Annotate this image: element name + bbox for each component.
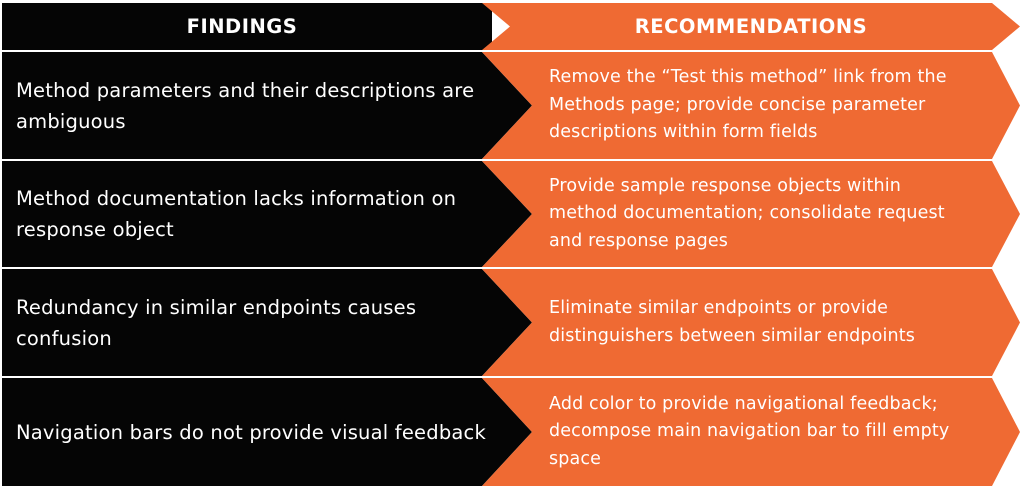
findings-header: FINDINGS <box>186 15 298 38</box>
recommendations-header: RECOMMENDATIONS <box>634 15 868 38</box>
finding-text: Method documentation lacks information o… <box>16 187 457 241</box>
finding-text: Method parameters and their descriptions… <box>16 78 475 133</box>
row-shapes <box>2 269 1020 376</box>
header-recommendations-arrow <box>482 3 1020 50</box>
row-shapes <box>2 378 1020 486</box>
finding-chevron <box>2 161 532 267</box>
row-shapes <box>2 52 1020 159</box>
recommendation-arrow <box>482 161 1020 267</box>
table-row: Navigation bars do not provide visual fe… <box>2 378 1020 486</box>
finding-chevron <box>2 52 532 159</box>
recommendation-text: Remove the “Test this method” link from … <box>549 67 947 143</box>
recommendation-text: Provide sample response objects within m… <box>549 175 945 251</box>
finding-chevron <box>2 378 532 486</box>
table-row: Method documentation lacks information o… <box>2 161 1020 267</box>
recommendation-arrow <box>482 52 1020 159</box>
recommendation-arrow <box>482 378 1020 486</box>
finding-text: Navigation bars do not provide visual fe… <box>16 420 486 444</box>
recommendation-text: Add color to provide navigational feedba… <box>549 393 950 469</box>
header-row: FINDINGS RECOMMENDATIONS <box>2 3 1020 50</box>
finding-text: Redundancy in similar endpoints causes c… <box>16 295 417 350</box>
table-row: Redundancy in similar endpoints causes c… <box>2 269 1020 376</box>
recommendation-text: Eliminate similar endpoints or provide d… <box>549 298 915 346</box>
header-findings-bg <box>2 3 492 50</box>
row-shapes <box>2 161 1020 267</box>
header-shapes <box>2 3 1020 50</box>
table-row: Method parameters and their descriptions… <box>2 52 1020 159</box>
finding-chevron <box>2 269 532 376</box>
recommendation-arrow <box>482 269 1020 376</box>
